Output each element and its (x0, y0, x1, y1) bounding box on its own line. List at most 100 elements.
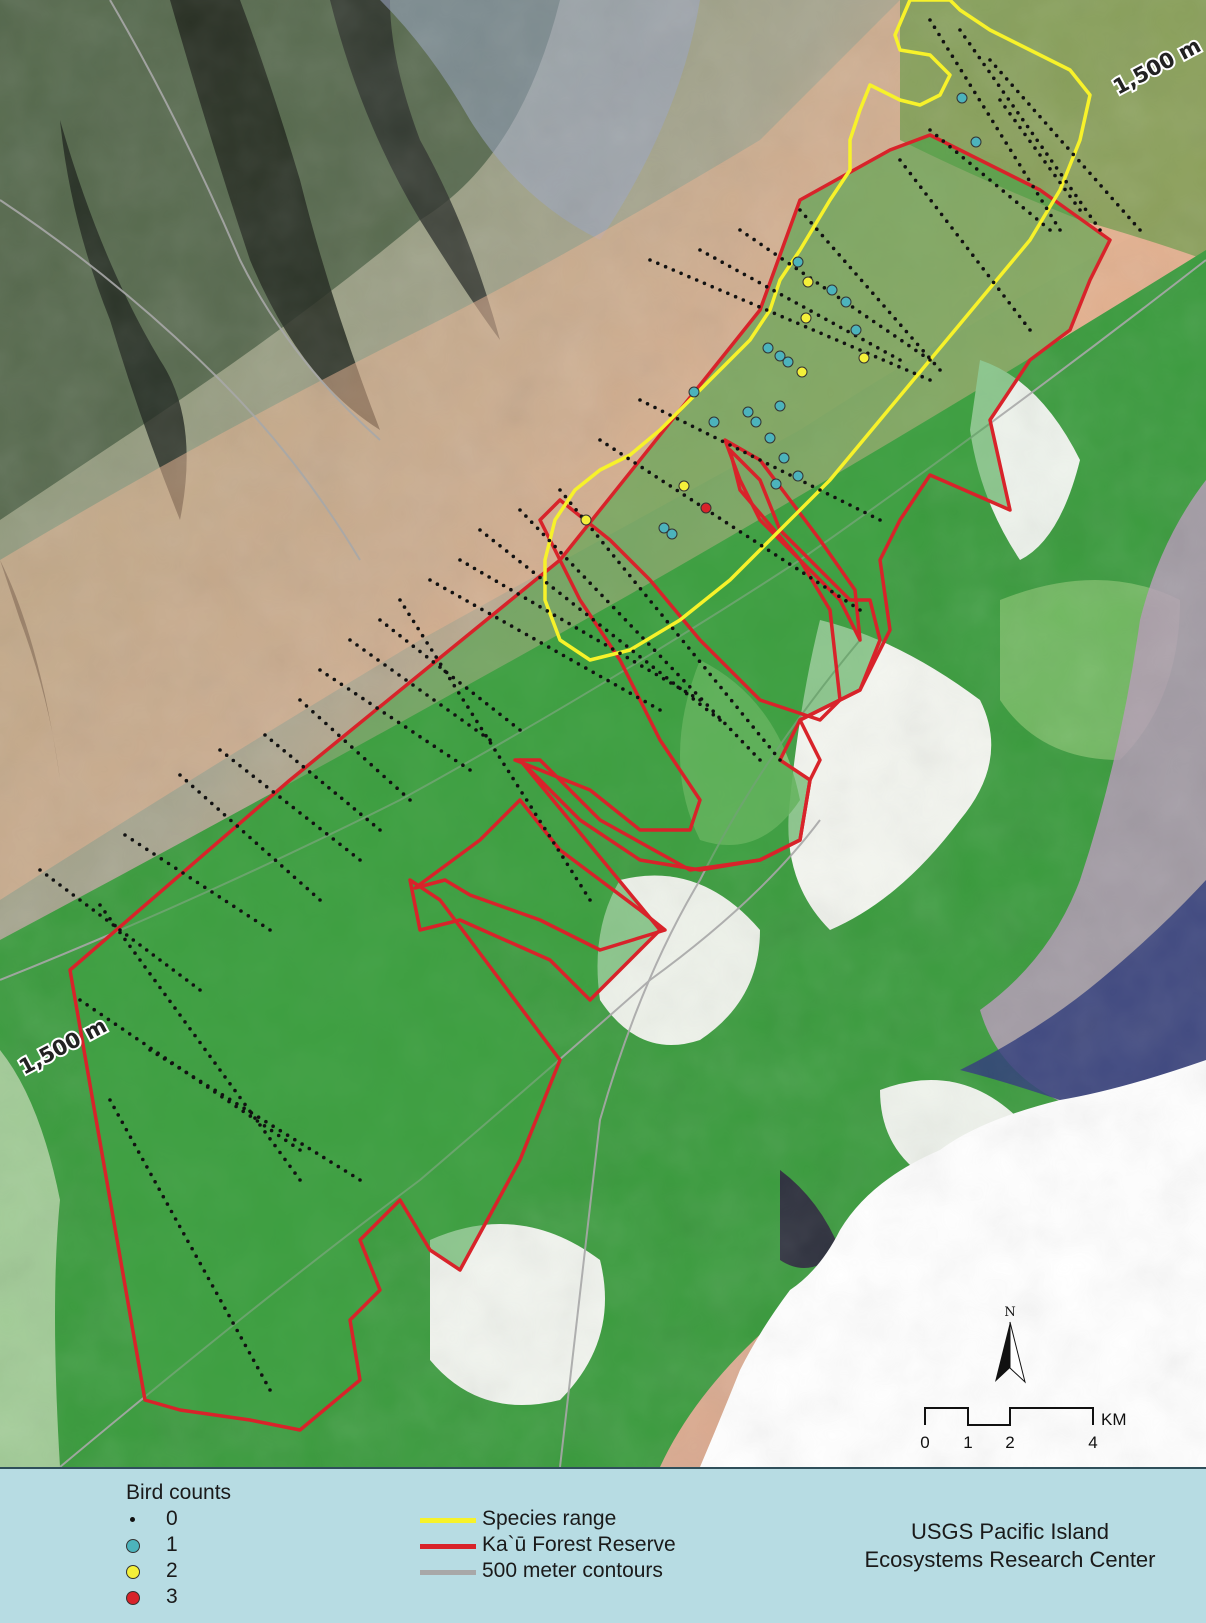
legend-panel: Bird counts 0 1 2 3 Species range Ka`ū F… (0, 1467, 1206, 1623)
count-zero-dot (711, 712, 716, 717)
count-zero-dot (157, 1187, 161, 1191)
count-zero-dot (233, 1088, 237, 1093)
count-zero-dot (145, 847, 149, 852)
count-zero-dot (612, 447, 616, 452)
count-zero-dot (481, 733, 485, 737)
count-zero-dot (559, 550, 563, 555)
count-zero-dot (301, 764, 306, 769)
legend-count-label: 2 (166, 1559, 178, 1582)
count-zero-dot (228, 1082, 232, 1086)
count-zero-dot (946, 47, 950, 51)
count-zero-dot (903, 165, 907, 169)
count-zero-dot (927, 355, 931, 360)
count-zero-dot (418, 734, 422, 739)
scale-tick-2: 2 (1005, 1433, 1014, 1452)
count-zero-dot (457, 595, 462, 599)
bird-sighting-dot (742, 406, 754, 418)
count-zero-dot (729, 698, 734, 703)
count-zero-dot (831, 246, 836, 251)
bird-sighting-dot (792, 256, 804, 268)
count-zero-dot (517, 628, 521, 633)
count-zero-dot (467, 723, 471, 727)
count-zero-dot (497, 755, 502, 759)
count-zero-dot (198, 1080, 203, 1085)
count-zero-dot (1059, 173, 1064, 177)
count-zero-dot (964, 76, 968, 80)
count-zero-dot (246, 914, 251, 918)
count-zero-dot (961, 156, 966, 160)
count-zero-dot (668, 413, 672, 417)
count-zero-dot (647, 470, 651, 475)
count-zero-dot (1038, 114, 1042, 119)
count-zero-dot (851, 603, 855, 608)
count-zero-dot (1066, 146, 1070, 150)
count-zero-dot (1031, 184, 1035, 189)
count-zero-dot (403, 725, 408, 729)
count-zero-dot (740, 739, 745, 744)
count-zero-dot (724, 692, 729, 696)
count-zero-dot (104, 918, 109, 922)
count-zero-dot (1060, 140, 1064, 144)
count-zero-dot (1004, 141, 1008, 145)
count-zero-dot (871, 291, 875, 296)
count-zero-dot (735, 268, 739, 273)
count-zero-dot (460, 718, 464, 722)
count-zero-dot (468, 768, 472, 772)
count-zero-dot (145, 1165, 149, 1169)
count-zero-dot (418, 688, 422, 692)
count-zero-dot (759, 242, 763, 247)
count-zero-dot (318, 826, 322, 831)
count-zero-dot (924, 192, 928, 196)
count-zero-dot (1016, 111, 1020, 115)
count-zero-dot (51, 878, 56, 882)
count-zero-dot (487, 611, 492, 616)
count-zero-dot (213, 1061, 217, 1065)
count-zero-dot (757, 280, 762, 285)
count-zero-dot (91, 908, 96, 912)
count-zero-dot (1040, 145, 1044, 149)
count-zero-dot (398, 633, 402, 638)
count-zero-dot (1021, 206, 1026, 210)
count-zero-dot (803, 480, 807, 485)
count-zero-dot (446, 753, 451, 758)
count-zero-dot (518, 508, 522, 512)
count-zero-dot (893, 317, 897, 321)
count-zero-dot (1018, 125, 1022, 130)
count-zero-dot (959, 68, 964, 73)
count-zero-dot (173, 1217, 178, 1221)
count-zero-dot (561, 653, 566, 658)
count-zero-dot (375, 706, 379, 710)
count-zero-dot (1026, 177, 1031, 182)
count-zero-dot (243, 1343, 248, 1348)
count-zero-dot (1077, 158, 1081, 163)
count-zero-dot (974, 167, 979, 171)
count-zero-dot (765, 462, 770, 466)
count-zero-dot (112, 1105, 116, 1110)
count-zero-dot (254, 841, 259, 845)
count-zero-dot (803, 214, 808, 219)
count-zero-dot (745, 534, 750, 539)
count-zero-dot (772, 311, 777, 316)
count-zero-dot (391, 628, 396, 633)
count-zero-dot (857, 310, 862, 314)
count-zero-dot (796, 321, 800, 326)
count-zero-dot (124, 933, 129, 937)
count-zero-dot (247, 1351, 252, 1355)
count-zero-dot (844, 599, 848, 603)
count-zero-dot (58, 883, 62, 887)
count-zero-dot (161, 1194, 166, 1199)
count-zero-dot (816, 313, 821, 318)
count-zero-dot (823, 585, 827, 589)
count-zero-dot (624, 644, 629, 648)
count-zero-dot (284, 1138, 288, 1143)
count-zero-dot (1045, 152, 1049, 156)
count-zero-dot (255, 1365, 260, 1370)
count-zero-dot (159, 857, 164, 861)
count-zero-dot (1048, 167, 1052, 171)
count-zero-dot (356, 751, 361, 755)
count-zero-dot (746, 746, 751, 750)
count-zero-dot (461, 698, 466, 702)
count-zero-dot (1014, 200, 1019, 204)
count-zero-dot (163, 992, 167, 997)
legend-count-0: 0 (126, 1507, 246, 1533)
